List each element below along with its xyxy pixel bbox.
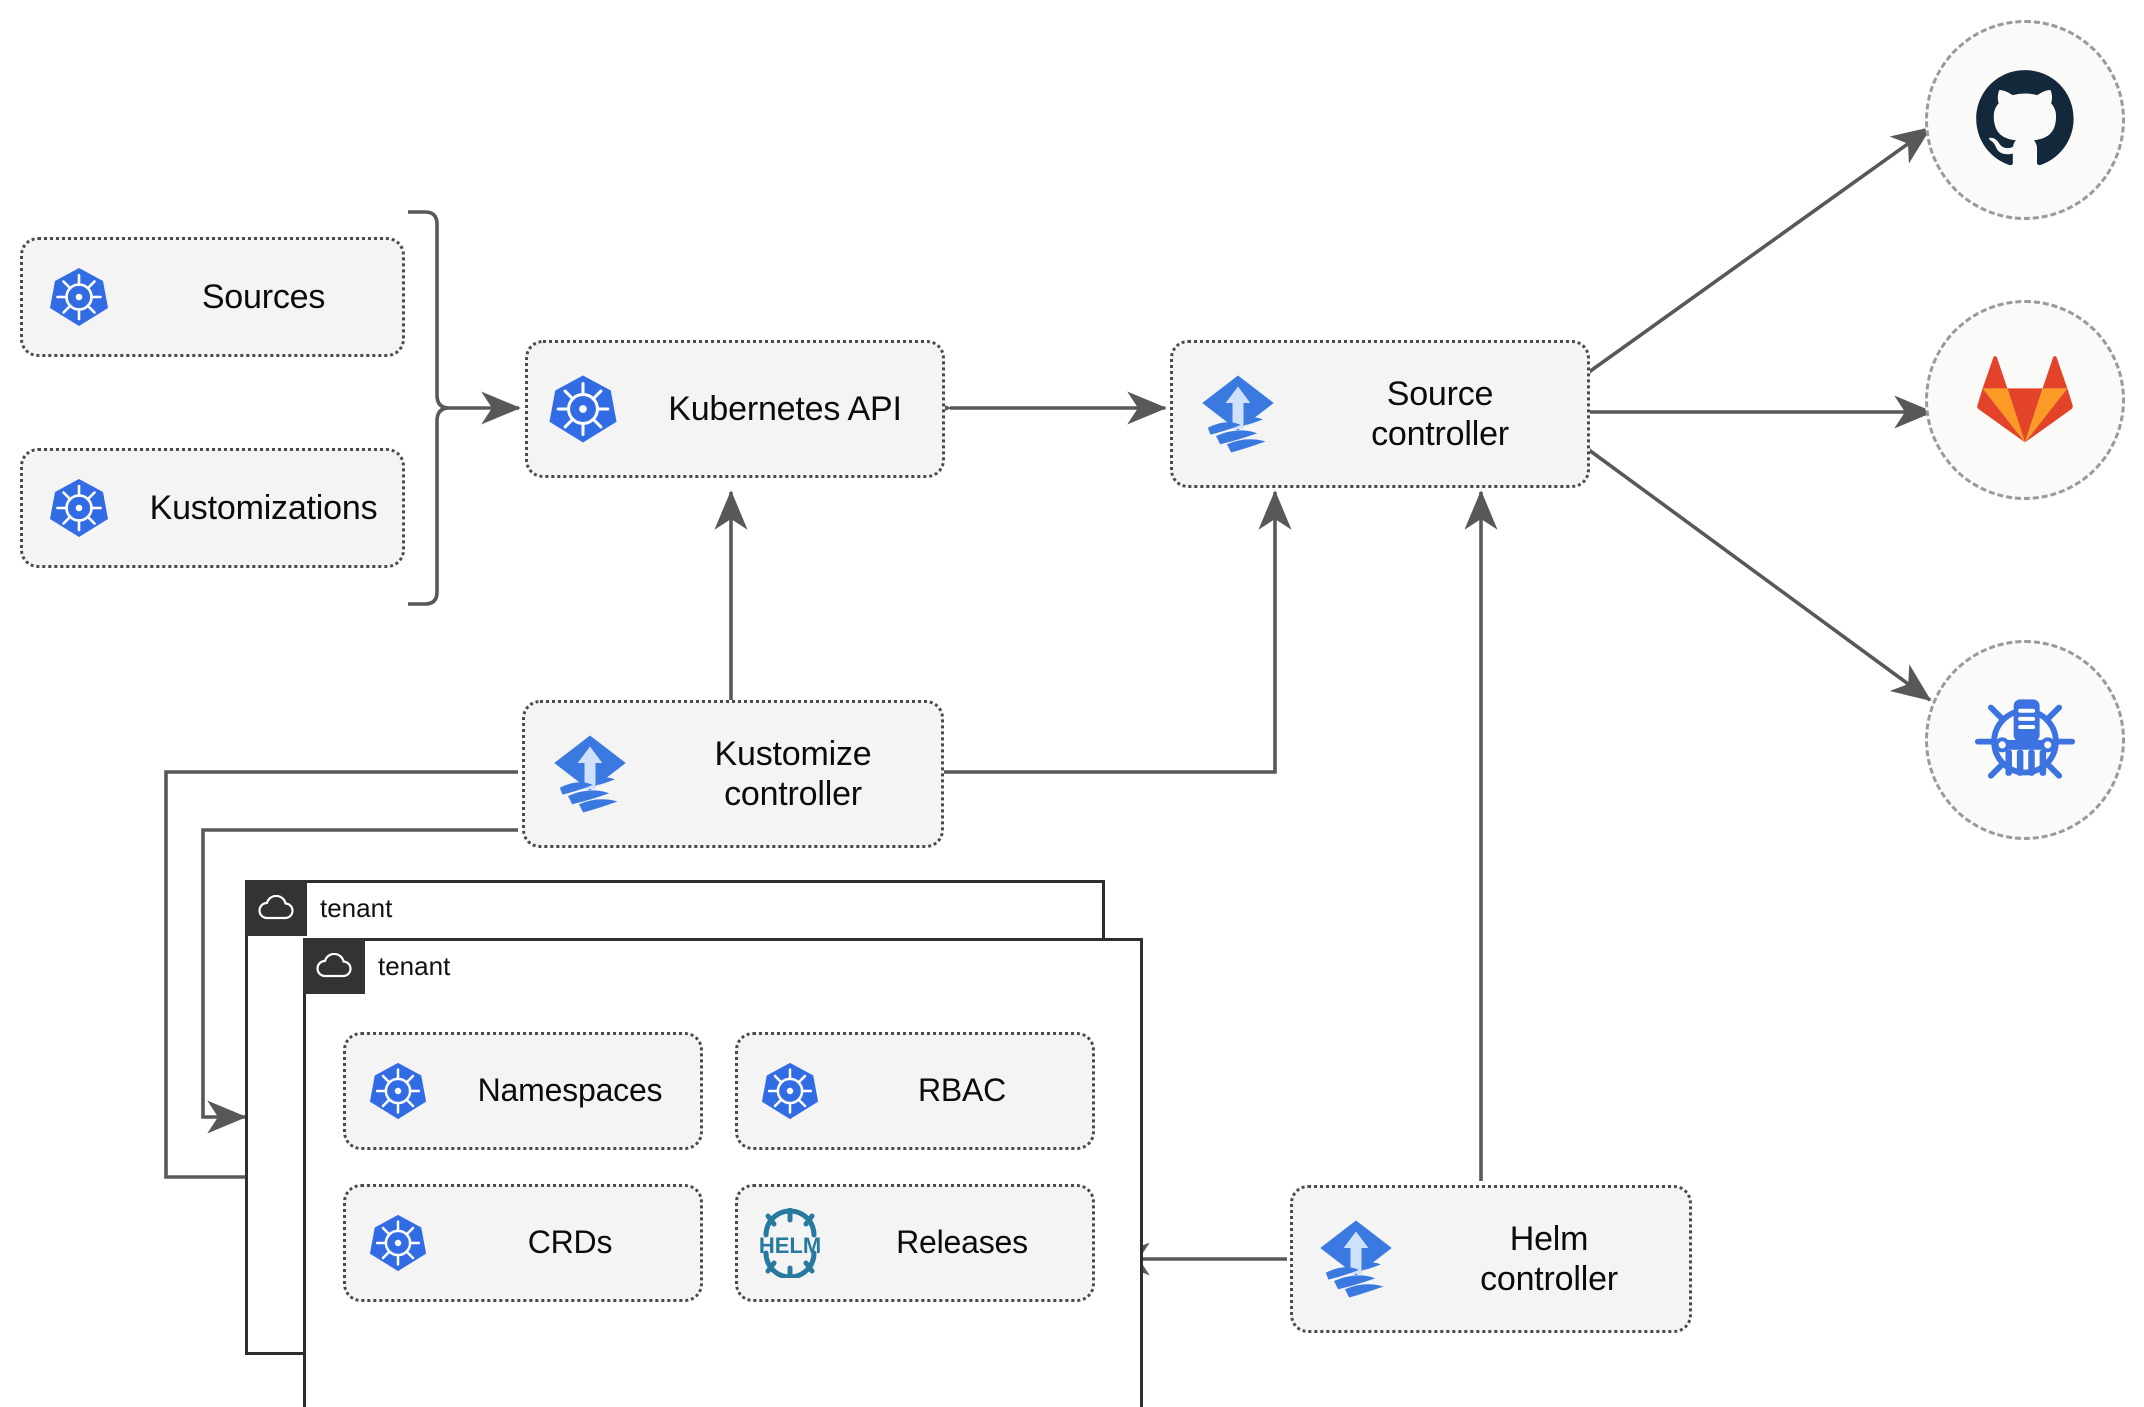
- flux-icon: [525, 730, 655, 818]
- tenant-label: tenant: [378, 950, 451, 981]
- cloud-icon: [245, 880, 307, 936]
- cloud-icon: [303, 938, 365, 994]
- kubernetes-icon: [346, 1060, 450, 1122]
- kubernetes-icon: [346, 1212, 450, 1274]
- provider-gitlab[interactable]: [1925, 300, 2125, 500]
- provider-github[interactable]: [1925, 20, 2125, 220]
- svg-text:HELM: HELM: [759, 1233, 821, 1258]
- edge-source-bucket: [1587, 448, 1932, 702]
- resource-card-sources[interactable]: Sources: [20, 237, 405, 357]
- kubernetes-icon: [738, 1060, 842, 1122]
- tenant-item-releases[interactable]: HELM Releases: [735, 1184, 1095, 1302]
- node-label: Kubernetes API: [668, 389, 902, 428]
- node-label: Kustomize controller: [714, 734, 872, 813]
- kubernetes-icon: [23, 265, 135, 329]
- resource-label: Sources: [201, 277, 326, 316]
- edge-kustomize-source: [944, 490, 1292, 774]
- tenant-item-rbac[interactable]: RBAC: [735, 1032, 1095, 1150]
- bucket-icon: [1974, 699, 2076, 779]
- tenant-label: tenant: [320, 892, 393, 923]
- resources-bracket: [408, 210, 450, 606]
- node-label: Source controller: [1371, 374, 1509, 453]
- tenant-item-label: RBAC: [917, 1072, 1007, 1109]
- provider-bucket[interactable]: [1925, 640, 2125, 840]
- kubernetes-icon: [528, 372, 638, 446]
- helm-icon: HELM: [738, 1208, 842, 1278]
- node-kustomize-controller[interactable]: Kustomize controller: [522, 700, 944, 848]
- node-label: Helm controller: [1480, 1219, 1618, 1298]
- edge-source-github: [1587, 126, 1932, 374]
- resource-label: Kustomizations: [149, 488, 378, 527]
- flux-icon: [1173, 370, 1303, 458]
- tenant-item-namespaces[interactable]: Namespaces: [343, 1032, 703, 1150]
- gitlab-icon: [1977, 356, 2073, 443]
- flux-icon: [1293, 1215, 1419, 1303]
- tenant-panel-front[interactable]: tenant: [303, 938, 1143, 1407]
- github-icon: [1976, 70, 2074, 166]
- resource-card-kustomizations[interactable]: Kustomizations: [20, 448, 405, 568]
- tenant-item-crds[interactable]: CRDs: [343, 1184, 703, 1302]
- node-kubernetes-api[interactable]: Kubernetes API: [525, 340, 945, 478]
- node-source-controller[interactable]: Source controller: [1170, 340, 1590, 488]
- tenant-item-label: Namespaces: [477, 1072, 663, 1109]
- node-helm-controller[interactable]: Helm controller: [1290, 1185, 1692, 1333]
- kubernetes-icon: [23, 476, 135, 540]
- tenant-item-label: CRDs: [527, 1224, 613, 1261]
- tenant-item-label: Releases: [896, 1224, 1028, 1261]
